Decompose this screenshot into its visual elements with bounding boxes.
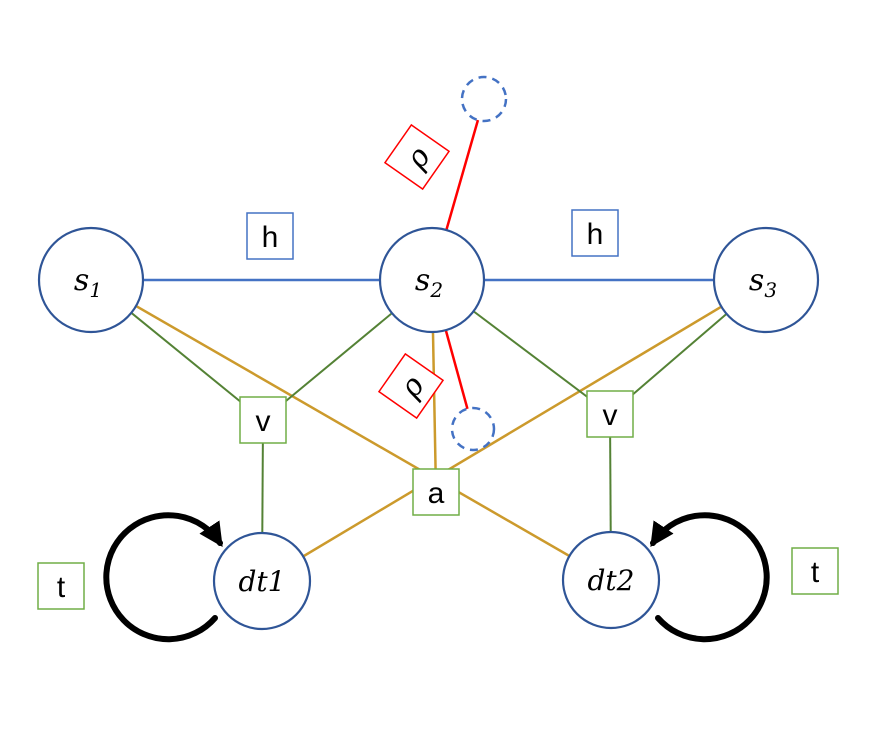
node-label-texts: s1 s2 s3 dt1 dt2	[74, 263, 777, 598]
node-label-s3: s3	[749, 263, 777, 302]
v-box-left	[239, 396, 287, 444]
rho-box-upper-group: ρ	[383, 123, 451, 191]
node-label-s2: s2	[415, 263, 443, 302]
v-box-right	[586, 390, 634, 438]
edge-label-texts: h h v v a t t	[57, 218, 820, 604]
h-label-right: h	[587, 218, 604, 251]
h-label-left: h	[262, 221, 279, 254]
edge-s1-dt2	[90, 278, 612, 582]
h-box-right	[571, 209, 619, 257]
green-label-boxes	[37, 390, 839, 610]
h-box-left	[246, 212, 294, 260]
self-loops	[103, 512, 770, 643]
nodes	[37, 226, 820, 631]
dashed-nodes	[450, 75, 508, 452]
a-label: a	[428, 477, 445, 510]
rho-box-upper	[383, 123, 451, 191]
v-label-left: v	[256, 405, 271, 438]
t-box-left	[37, 562, 85, 610]
self-loop-dt1	[103, 512, 223, 643]
self-loop-dt2	[650, 512, 770, 643]
h-label-boxes	[246, 209, 619, 260]
rho-box-lower	[377, 352, 445, 420]
node-dt2	[561, 530, 661, 630]
node-dt1	[212, 531, 312, 631]
rho-box-lower-group: ρ	[377, 352, 445, 420]
node-s1	[37, 226, 145, 334]
node-label-dt2: dt2	[588, 564, 635, 597]
node-label-s1: s1	[74, 263, 102, 302]
edge-s3-dt1	[261, 278, 767, 583]
t-label-right: t	[811, 556, 820, 589]
dashed-node-mid	[450, 406, 496, 452]
dashed-node-top	[460, 75, 508, 123]
v-label-right: v	[603, 399, 618, 432]
a-box	[412, 468, 460, 516]
node-s3	[712, 226, 820, 334]
t-box-right	[791, 547, 839, 595]
rho-label-boxes: ρ ρ	[377, 123, 451, 420]
node-s2	[378, 226, 486, 334]
t-label-left: t	[57, 571, 66, 604]
node-label-dt1: dt1	[239, 565, 286, 598]
